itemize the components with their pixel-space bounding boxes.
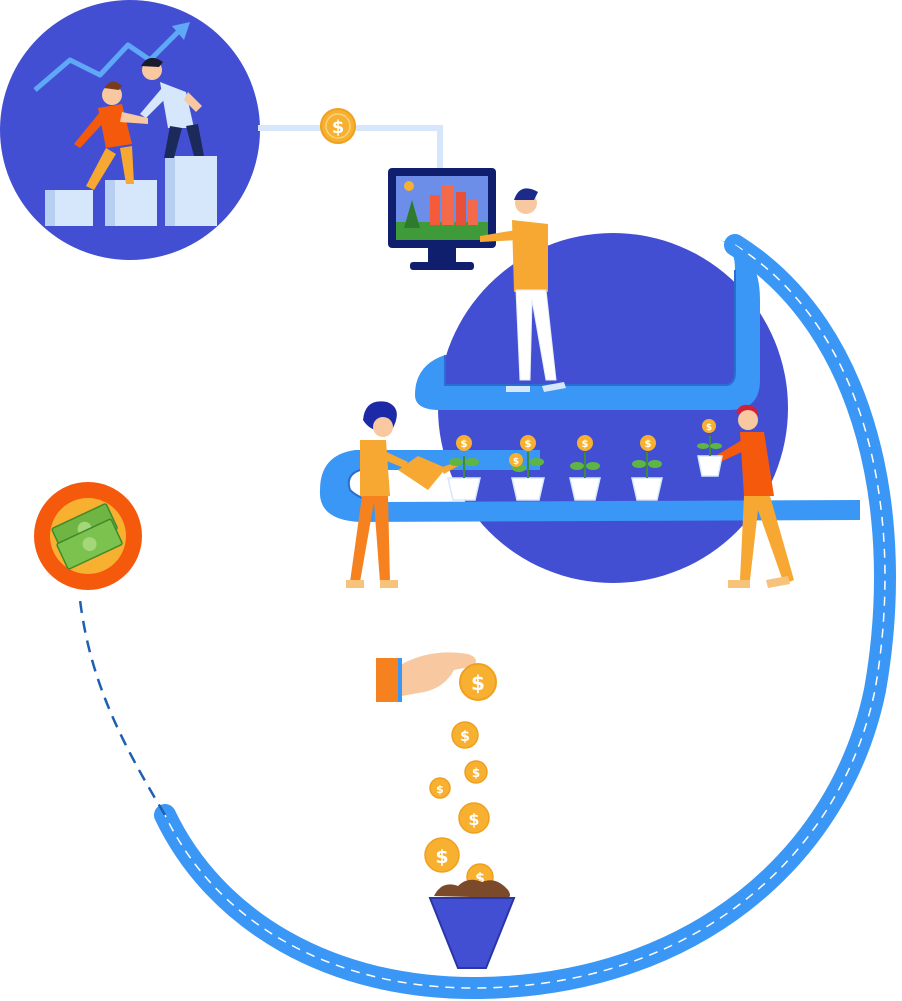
connector-line [258,125,443,170]
person-presenter [480,188,566,392]
coin-symbol: $ [645,439,652,450]
plant-pot: $ [569,435,601,501]
coin-symbol: $ [468,810,479,829]
falling-coin: $ [429,777,451,799]
person-watering [346,401,458,588]
coin-symbol: $ [472,766,480,780]
plant-pots: $ $ $ $ $ [447,435,663,501]
city-monitor-icon [388,168,496,270]
plant-pot: $ $ [509,435,545,501]
coin-symbol: $ [436,783,444,796]
coin-symbol: $ [461,439,468,450]
plant-pot: $ [447,435,481,501]
person-carrying-plant: $ [697,404,794,588]
plant-pot: $ [631,435,663,501]
falling-coin: $ [464,760,488,784]
coin-funnel-icon [428,879,516,969]
coin-symbol: $ [475,871,485,887]
growth-handshake-icon [0,0,260,260]
hand-with-coin: $ [376,652,497,702]
coin-symbol: $ [525,439,532,450]
circular-track [78,234,896,1000]
coin-symbol: $ [460,729,470,745]
coin-symbol: $ [513,457,519,467]
falling-coins: $ $ $ $ $ $ [424,721,494,891]
coin-connector: $ [320,108,356,144]
coin-symbol: $ [435,846,448,868]
coin-symbol: $ [332,117,345,138]
coin-symbol: $ [582,439,589,450]
upper-track [415,240,760,410]
coin-symbol: $ [471,671,485,695]
falling-coin: $ [458,802,490,834]
money-bills-icon [34,482,142,590]
falling-coin: $ [451,721,479,749]
coin-symbol: $ [706,423,712,433]
falling-coin: $ [424,837,460,873]
